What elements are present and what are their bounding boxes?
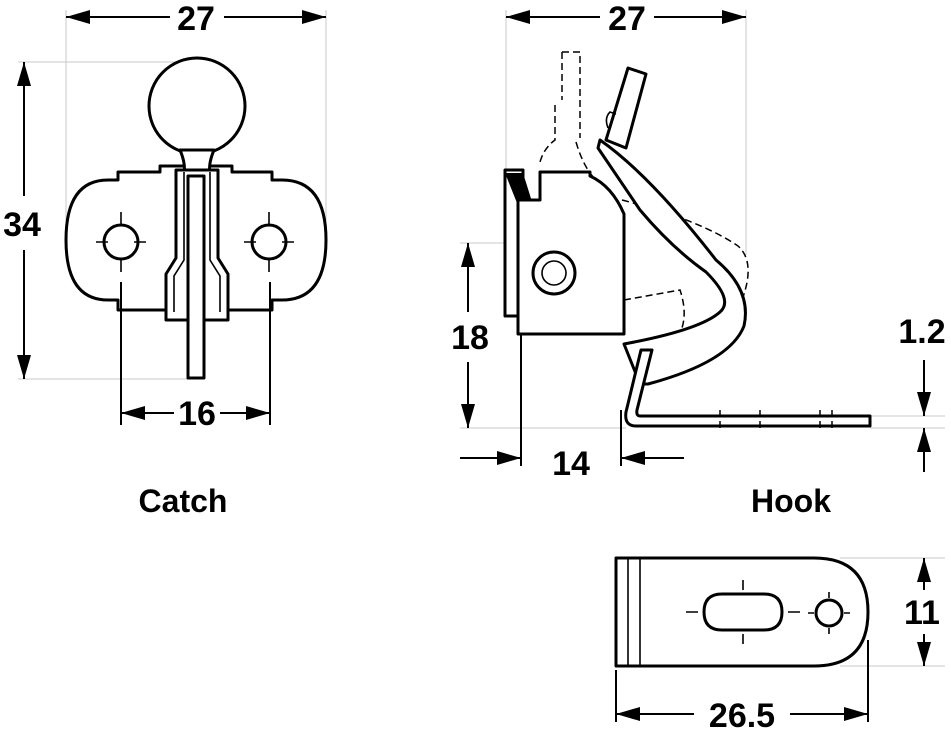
hook-screw-inner-icon	[541, 260, 567, 286]
plate-dim-length: 26.5	[616, 697, 868, 730]
hook-dim-thickness: 1.2	[898, 313, 946, 472]
catch-tongue	[186, 174, 206, 380]
plate-dim-width-label: 11	[904, 594, 940, 632]
catch-dim-width: 27	[66, 0, 326, 38]
catch-view: 27 34 16 Catch	[3, 0, 328, 519]
catch-hole-right-center	[244, 212, 294, 272]
hook-dim-height-label: 18	[451, 319, 489, 357]
hook-screw-outer-icon	[531, 250, 577, 296]
hook-base-strip	[624, 348, 872, 428]
catch-dim-width-label: 27	[177, 0, 215, 38]
hook-dim-thickness-label: 1.2	[898, 313, 945, 351]
plate-slot-center	[686, 580, 800, 644]
catch-ball	[147, 56, 247, 156]
plate-view: 11 26.5	[614, 556, 945, 730]
catch-caption: Catch	[139, 483, 228, 519]
plate-slot-icon	[702, 592, 784, 632]
hook-caption: Hook	[751, 483, 831, 519]
catch-hole-left-center	[96, 212, 146, 272]
plate-dim-width: 11	[904, 558, 940, 666]
hook-lever-pivot	[605, 111, 617, 129]
hook-dim-base: 14	[460, 445, 684, 483]
plate-hole-icon	[814, 598, 844, 628]
catch-dim-height: 34	[3, 62, 41, 379]
catch-hole-right-icon	[250, 223, 288, 261]
hook-lever-handle	[604, 66, 648, 150]
catch-dim-hole-spacing: 16	[121, 395, 270, 433]
hook-dim-width-label: 27	[608, 0, 646, 38]
hook-dim-width: 27	[506, 0, 746, 38]
hook-base-holes-hidden	[719, 410, 833, 432]
hook-view: 27 18 14 1.2 Hook	[451, 0, 946, 519]
hook-lever	[596, 138, 747, 386]
catch-hole-left-icon	[102, 223, 140, 261]
hook-dim-base-label: 14	[552, 445, 590, 483]
hook-dim-height: 18	[451, 243, 489, 428]
catch-dim-hole-spacing-label: 16	[178, 395, 216, 433]
plate-hole-center	[808, 592, 850, 634]
catch-clip-inner	[173, 172, 221, 312]
catch-dim-height-label: 34	[3, 206, 41, 244]
plate-dim-length-label: 26.5	[709, 697, 775, 730]
hook-body	[516, 170, 626, 336]
